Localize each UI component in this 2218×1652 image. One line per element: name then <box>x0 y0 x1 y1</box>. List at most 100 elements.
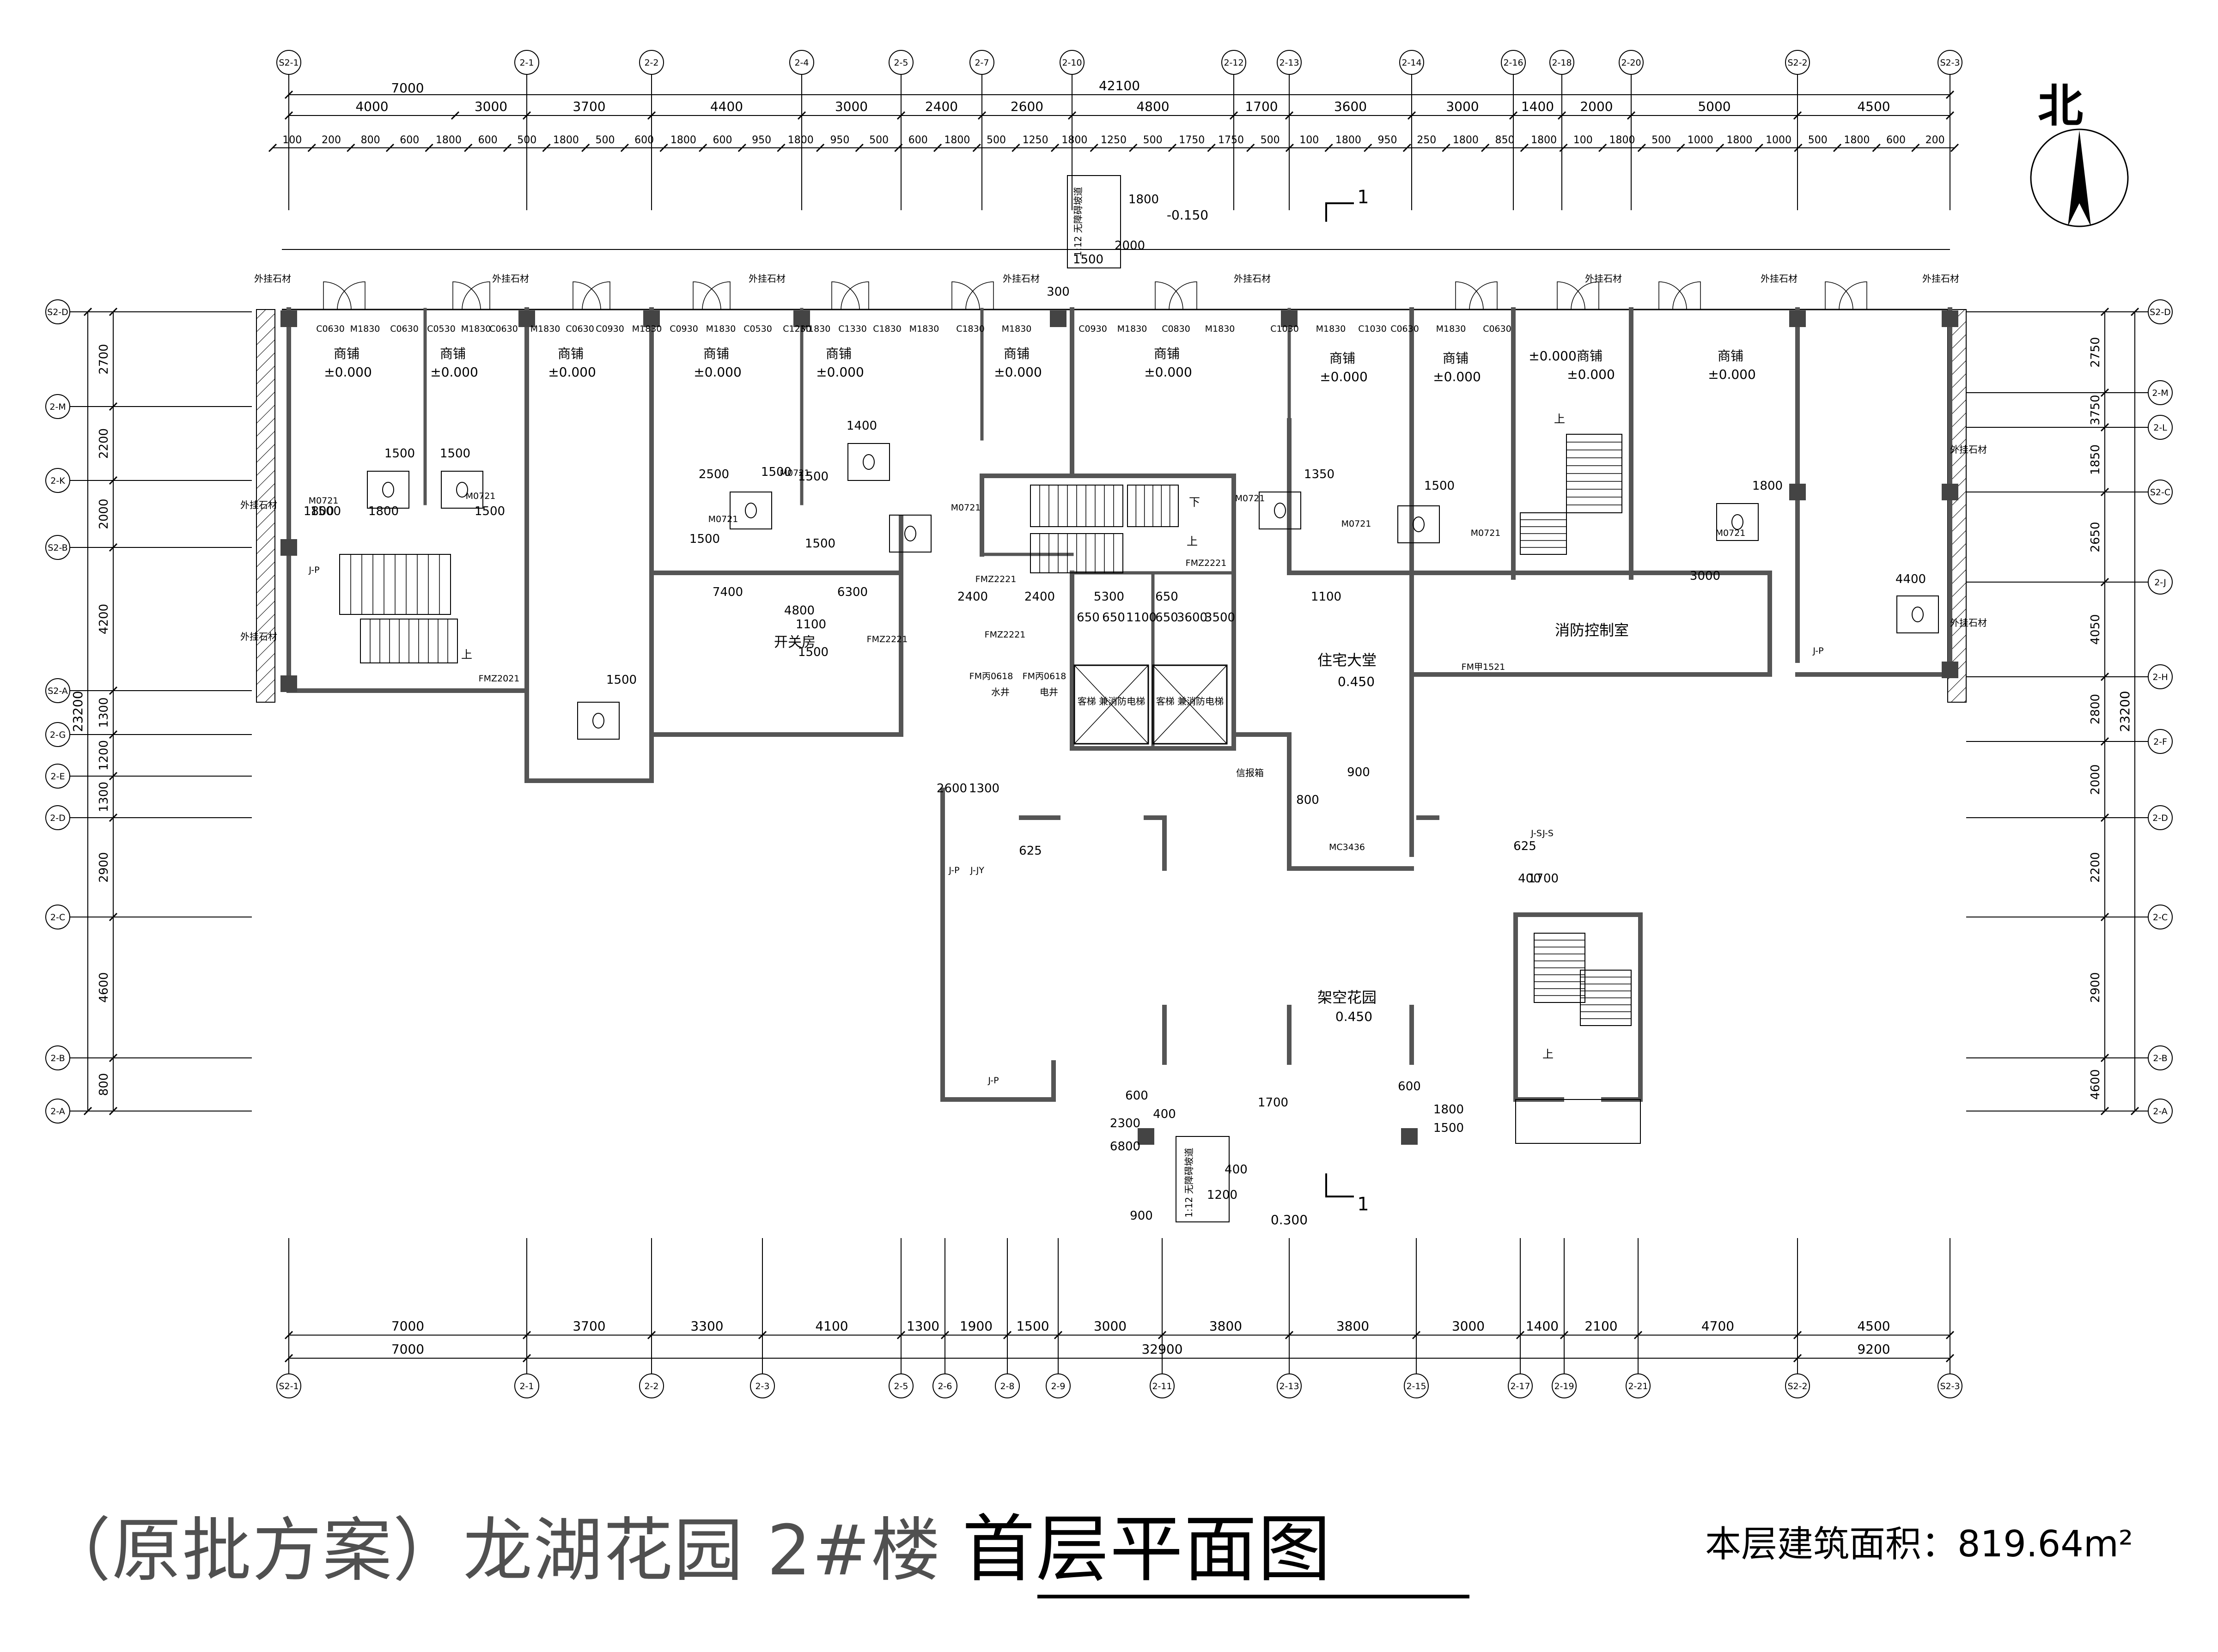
dimension-text: 3800 <box>1336 1318 1369 1334</box>
axis-label: 2-E <box>51 771 65 782</box>
elevation-mark: 0.300 <box>1271 1212 1308 1227</box>
inner-dimension-text: 900 <box>1130 1209 1153 1223</box>
stone-cladding-label: 外挂石材 <box>254 273 291 284</box>
door-swing <box>582 281 610 310</box>
dimension-text: 1800 <box>944 134 970 146</box>
room-label: 商铺 <box>1443 351 1469 366</box>
door-swing <box>462 281 490 310</box>
toilet <box>1912 607 1924 622</box>
axis-label: S2-1 <box>279 58 299 68</box>
inner-dimension-text: 650 <box>1155 590 1178 604</box>
stone-cladding-label: 外挂石材 <box>492 273 529 284</box>
door-swing <box>1825 281 1853 310</box>
door-window-tag: C0630 <box>390 324 419 334</box>
inner-dimension-text: 1500 <box>311 504 341 518</box>
inner-dimension-text: 1400 <box>847 419 877 433</box>
dimension-text: 1800 <box>1061 134 1087 146</box>
dimension-tick <box>1364 143 1372 152</box>
dimension-text: 2750 <box>2089 337 2102 367</box>
door-swing <box>452 281 481 310</box>
door-window-tag: C1030 <box>1270 324 1299 334</box>
axis-label: 2-3 <box>755 1381 769 1391</box>
dimension-tick <box>1627 111 1636 120</box>
stone-cladding-label: 外挂石材 <box>240 631 277 642</box>
dimension-tick <box>109 686 118 695</box>
dimension-tick <box>581 143 590 152</box>
dimension-tick <box>737 143 746 152</box>
axis-label: 2-A <box>2153 1106 2168 1117</box>
dimension-tick <box>83 1106 92 1116</box>
dimension-text: 800 <box>361 134 380 146</box>
inner-dimension-text: 1100 <box>1126 611 1157 625</box>
dimension-text: 7000 <box>391 1342 424 1357</box>
dimension-tick <box>1090 143 1098 152</box>
door-swing <box>337 281 366 310</box>
dimension-text: 600 <box>713 134 732 146</box>
room-label: 商铺 <box>1154 346 1180 361</box>
inner-dimension-text: 1800 <box>1752 479 1783 493</box>
lobby-elevation: 0.450 <box>1338 674 1375 689</box>
door-swing <box>702 281 731 310</box>
dimension-tick <box>451 111 460 120</box>
column <box>1281 310 1298 327</box>
inner-dimension-text: 7400 <box>713 585 743 599</box>
dimension-text: 1800 <box>436 134 462 146</box>
axis-label: 2-B <box>50 1053 65 1063</box>
dimension-text: 32900 <box>1141 1342 1182 1357</box>
elevator-label: 客梯 兼消防电梯 <box>1078 696 1145 707</box>
stair-up-label: 上 <box>1187 535 1198 548</box>
dimension-tick <box>1324 143 1333 152</box>
elevator-label: 客梯 兼消防电梯 <box>1156 696 1224 707</box>
dimension-tick <box>647 1330 656 1340</box>
door-window-tag: M0721 <box>1235 493 1265 504</box>
dimension-tick <box>972 143 981 152</box>
dimension-tick <box>977 111 987 120</box>
room-elevation: ±0.000 <box>324 364 372 380</box>
dimension-tick <box>1003 1330 1012 1340</box>
inner-dimension-text: 4400 <box>1895 572 1926 586</box>
door-window-tag: M1830 <box>1205 324 1235 334</box>
toilet-room <box>889 515 932 553</box>
toilet <box>1413 516 1425 532</box>
inner-dimension-text: 3000 <box>1690 569 1720 583</box>
dimension-tick <box>2100 1106 2109 1116</box>
room-elevation: ±0.000 <box>694 364 742 380</box>
dimension-text: 4700 <box>1701 1318 1734 1334</box>
elec-shaft-label: 电井 <box>1040 686 1058 698</box>
door-window-tag: J-S <box>1542 828 1554 838</box>
dimension-tick <box>1168 143 1177 152</box>
dimension-text: 600 <box>634 134 654 146</box>
stone-cladding-label: 外挂石材 <box>1950 444 1987 455</box>
inner-dimension-text: 1200 <box>1207 1188 1237 1202</box>
stair-entry <box>1515 1099 1641 1144</box>
toilet-room <box>1259 492 1301 529</box>
dimension-tick <box>1442 143 1450 152</box>
inner-dimension-text: 400 <box>1225 1163 1248 1177</box>
room-label: 商铺 <box>1004 346 1030 361</box>
dimension-text: 1800 <box>1844 134 1870 146</box>
dimension-text: 950 <box>752 134 771 146</box>
axis-label: 2-20 <box>1621 58 1641 68</box>
toilet-room <box>1397 505 1440 543</box>
dimension-tick <box>1598 143 1607 152</box>
door-window-tag: C0930 <box>1079 324 1107 334</box>
dimension-tick <box>699 143 707 152</box>
dimension-tick <box>2100 423 2109 432</box>
axis-label: 2-14 <box>1401 58 1421 68</box>
dimension-tick <box>1950 143 1959 152</box>
door-window-tag: FMZ2221 <box>867 634 908 644</box>
title-prefix: （原批方案） <box>42 1511 463 1591</box>
dimension-text: 2200 <box>97 428 111 459</box>
dimension-text: 2200 <box>2089 852 2102 882</box>
dimension-text: 3700 <box>573 99 605 114</box>
axis-label: 2-M <box>49 402 66 412</box>
dimension-text: 4100 <box>815 1318 848 1334</box>
door-window-tag: M0721 <box>780 468 810 478</box>
dimension-text: 4500 <box>1857 99 1890 114</box>
axis-label: 2-K <box>50 476 65 486</box>
dimension-text: 2100 <box>1584 1318 1617 1334</box>
dimension-text: 1750 <box>1218 134 1244 146</box>
stone-cladding-label: 外挂石材 <box>1950 617 1987 628</box>
inner-dimension-text: 1500 <box>689 532 720 546</box>
door-window-tag: M1830 <box>706 324 736 334</box>
